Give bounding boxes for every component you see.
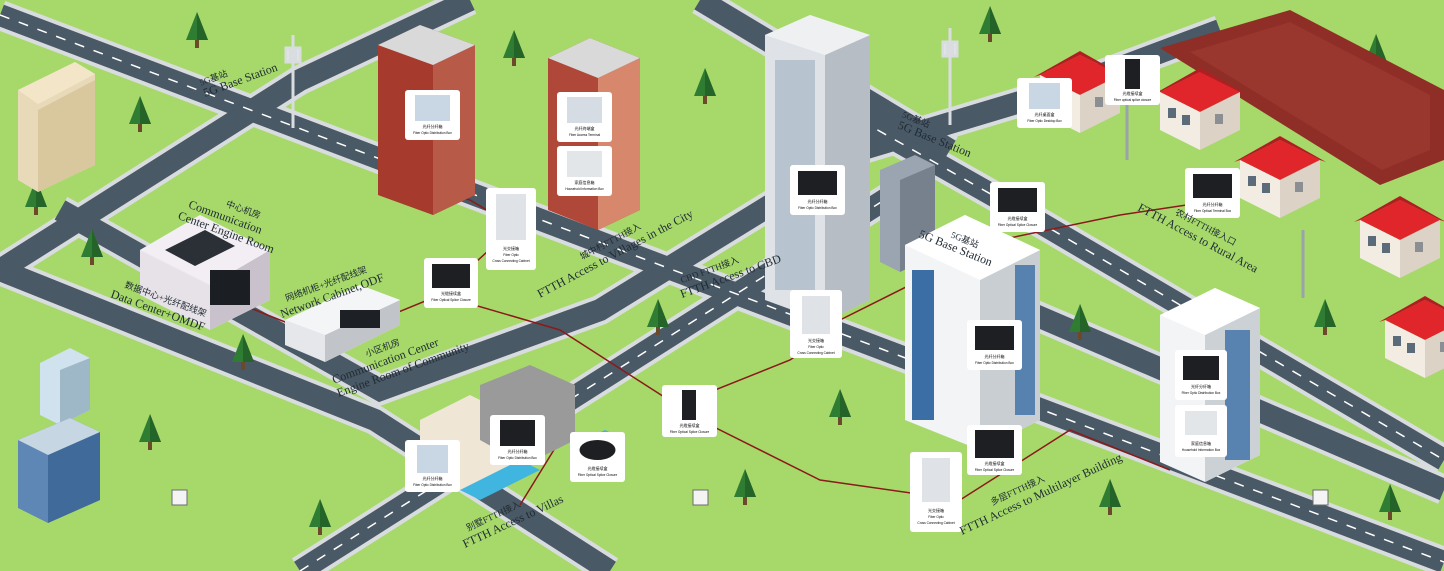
network-cabinet-odf-building [285,285,400,362]
card-c3: 家庭信息箱 Household Information Box [557,146,612,196]
svg-text:光缆接续盒: 光缆接续盒 [680,422,700,428]
card-c15: 光缆接续盒 Fiber Optical Splice Closure [990,182,1045,232]
card-c11: 光缆接续盒 Fiber Optical Splice Closure [967,425,1022,475]
svg-text:光缆接续盒: 光缆接续盒 [1123,90,1143,96]
svg-text:光纤桌面盒: 光纤桌面盒 [1035,111,1055,117]
svg-text:光纤分纤箱: 光纤分纤箱 [808,198,828,204]
svg-text:光交接箱: 光交接箱 [808,337,824,343]
svg-text:Household Information Box: Household Information Box [565,187,604,191]
glass-office-left [18,418,100,523]
svg-text:Cross Connecting Cabinet: Cross Connecting Cabinet [492,259,529,263]
svg-text:Fiber Optic: Fiber Optic [808,345,824,349]
svg-text:家庭信息箱: 家庭信息箱 [1191,440,1211,446]
card-c19: 家庭信息箱 Household Information Box [1175,405,1227,457]
svg-text:光纤终端盒: 光纤终端盒 [575,125,595,131]
svg-text:光纤分纤箱: 光纤分纤箱 [1191,383,1211,389]
marker-square-1 [171,489,188,506]
card-c2: 光纤终端盒 Fiber Access Terminal [557,92,612,142]
svg-text:光交接箱: 光交接箱 [503,245,519,251]
svg-text:Fiber Optic Distribution Box: Fiber Optic Distribution Box [498,456,537,460]
card-c9: 光纤分纤箱 Fiber Optic Distribution Box [490,415,545,465]
svg-text:光交接箱: 光交接箱 [928,507,944,513]
card-c13: 光纤桌面盒 Fiber Optic Desktop Box [1017,78,1072,128]
svg-text:光纤分纤箱: 光纤分纤箱 [985,353,1005,359]
card-c4: 光交接箱 Fiber Optic Cross Connecting Cabine… [486,188,536,270]
svg-text:光纤分纤箱: 光纤分纤箱 [1203,201,1223,207]
communication-center-building [140,215,270,330]
svg-text:Fiber Optical Splice Closure: Fiber Optical Splice Closure [998,223,1038,227]
marker-square-3 [1312,489,1329,506]
card-c6: 光纤分纤箱 Fiber Optic Distribution Box [790,165,845,215]
solar-panel-farm [1160,10,1444,185]
card-c18: 光纤分纤箱 Fiber Optic Distribution Box [1175,350,1227,400]
cell-tower-2 [941,28,959,125]
svg-text:Fiber Optical Terminal Box: Fiber Optical Terminal Box [1194,209,1232,213]
svg-text:Fiber Optic Distribution Box: Fiber Optic Distribution Box [975,361,1014,365]
svg-text:光缆接续盒: 光缆接续盒 [985,460,1005,466]
svg-text:Household Information Box: Household Information Box [1182,448,1221,452]
card-c8: 光缆接续盒 Fiber Optical Splice Closure [662,385,717,437]
apartment-building-left [18,62,95,192]
svg-text:光缆接续盒: 光缆接续盒 [1008,215,1028,221]
card-c12: 光交接箱 Fiber Optic Cross Connecting Cabine… [910,452,962,532]
card-villa-extra: 光纤分纤箱 Fiber Optic Distribution Box [405,440,460,492]
card-c16: 光纤分纤箱 Fiber Optical Terminal Box [1185,168,1240,218]
card-c10: 光缆接续盒 Fiber Optical Splice Closure [570,432,625,482]
square-markers [171,489,1329,506]
svg-text:Fiber Optic Distribution Box: Fiber Optic Distribution Box [413,131,452,135]
card-c5: 光缆接续盒 Fiber Optical Splice Closure [424,258,478,308]
svg-text:光纤分纤箱: 光纤分纤箱 [423,475,443,481]
svg-text:家庭信息箱: 家庭信息箱 [575,179,595,185]
svg-text:Fiber Optic: Fiber Optic [503,253,519,257]
svg-text:Fiber Optical Splice Closure: Fiber Optical Splice Closure [975,468,1015,472]
svg-text:Fiber Optic: Fiber Optic [928,515,944,519]
svg-text:Cross Connecting Cabinet: Cross Connecting Cabinet [917,521,954,525]
svg-text:Fiber Optic Distribution Box: Fiber Optic Distribution Box [1182,391,1221,395]
card-c17: 光纤分纤箱 Fiber Optic Distribution Box [967,320,1022,370]
equipment-cards: 光纤分纤箱 Fiber Optic Distribution Box 光纤终端盒… [405,55,1240,532]
cell-tower-1 [284,35,302,128]
svg-text:Fiber optical splice closure: Fiber optical splice closure [1114,98,1152,102]
svg-text:光纤分纤箱: 光纤分纤箱 [508,448,528,454]
card-c14: 光缆接续盒 Fiber optical splice closure [1105,55,1160,105]
svg-text:Fiber Optic Desktop Box: Fiber Optic Desktop Box [1027,119,1062,123]
svg-text:光缆接续盒: 光缆接续盒 [588,465,608,471]
svg-text:Fiber Optic Distribution Box: Fiber Optic Distribution Box [798,206,837,210]
svg-text:Fiber Optic Distribution Box: Fiber Optic Distribution Box [413,483,452,487]
marker-square-2 [692,489,709,506]
card-c1: 光纤分纤箱 Fiber Optic Distribution Box [405,90,460,140]
card-c7: 光交接箱 Fiber Optic Cross Connecting Cabine… [790,290,842,358]
svg-text:Fiber Optical Splice Closure: Fiber Optical Splice Closure [670,430,710,434]
svg-text:Fiber Optical Splice Closure: Fiber Optical Splice Closure [578,473,618,477]
small-tower-left [40,348,90,425]
svg-text:Fiber Optical Splice Closure: Fiber Optical Splice Closure [431,298,471,302]
svg-text:光缆接续盒: 光缆接续盒 [441,290,461,296]
svg-text:Fiber Access Terminal: Fiber Access Terminal [569,133,600,137]
svg-text:光纤分纤箱: 光纤分纤箱 [423,123,443,129]
svg-text:Cross Connecting Cabinet: Cross Connecting Cabinet [797,351,834,355]
